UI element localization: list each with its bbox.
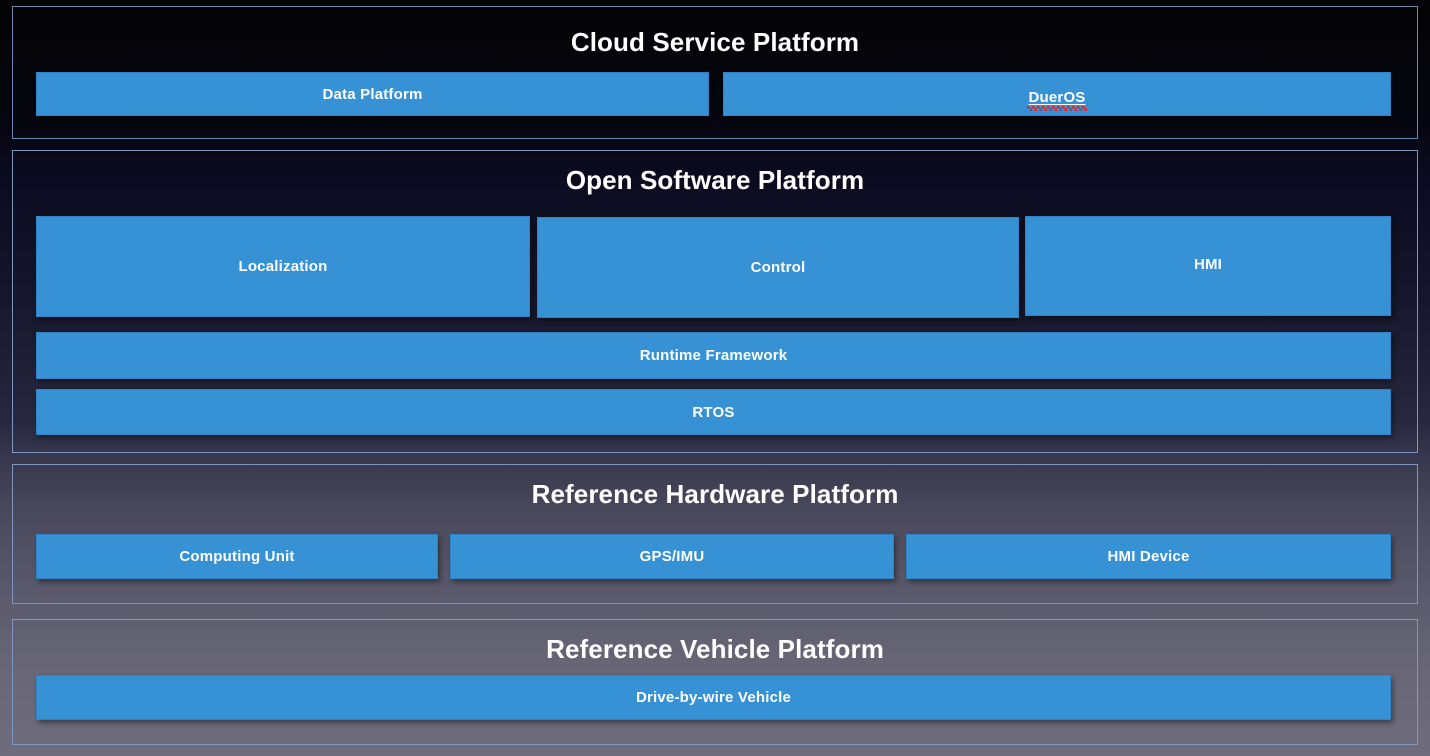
layer-title-reference-vehicle-platform: Reference Vehicle Platform <box>546 634 884 664</box>
box-label-runtime-framework: Runtime Framework <box>639 347 788 364</box>
box-label-control: Control <box>750 259 806 276</box>
box-label-data-platform: Data Platform <box>322 85 423 103</box>
layer-title-open-software-platform: Open Software Platform <box>565 165 865 195</box>
box-runtime-framework[interactable]: Runtime Framework <box>36 332 1391 379</box>
box-localization[interactable]: Localization <box>36 216 530 317</box>
box-label-rtos: RTOS <box>692 403 735 421</box>
box-hmi-device[interactable]: HMI Device <box>906 534 1391 579</box>
box-hmi[interactable]: HMI <box>1025 216 1391 316</box>
layer-panel-cloud-service-platform: Cloud Service Platform <box>12 6 1418 139</box>
box-data-platform[interactable]: Data Platform <box>36 72 709 116</box>
layer-title-reference-hardware-platform: Reference Hardware Platform <box>531 479 899 509</box>
box-label-localization: Localization <box>238 258 328 275</box>
box-rtos[interactable]: RTOS <box>36 389 1391 435</box>
layer-panel-reference-vehicle-platform: Reference Vehicle Platform <box>12 619 1418 745</box>
box-gps-imu[interactable]: GPS/IMU <box>450 534 894 579</box>
box-label-hmi-device: HMI Device <box>1107 548 1190 565</box>
box-drive-by-wire-vehicle[interactable]: Drive-by-wire Vehicle <box>36 675 1391 720</box>
box-control[interactable]: Control <box>537 217 1019 318</box>
layer-panel-open-software-platform: Open Software Platform <box>12 150 1418 453</box>
box-computing-unit[interactable]: Computing Unit <box>36 534 438 579</box>
box-dueros[interactable]: DuerOS <box>723 72 1391 116</box>
layer-title-cloud-service-platform: Cloud Service Platform <box>570 27 860 57</box>
box-label-drive-by-wire-vehicle: Drive-by-wire Vehicle <box>635 689 792 706</box>
box-label-computing-unit: Computing Unit <box>179 548 295 565</box>
box-label-gps-imu: GPS/IMU <box>639 548 705 565</box>
box-label-hmi: HMI <box>1193 255 1223 273</box>
box-label-dueros: DuerOS <box>1027 88 1087 111</box>
layer-panel-reference-hardware-platform: Reference Hardware Platform <box>12 464 1418 604</box>
